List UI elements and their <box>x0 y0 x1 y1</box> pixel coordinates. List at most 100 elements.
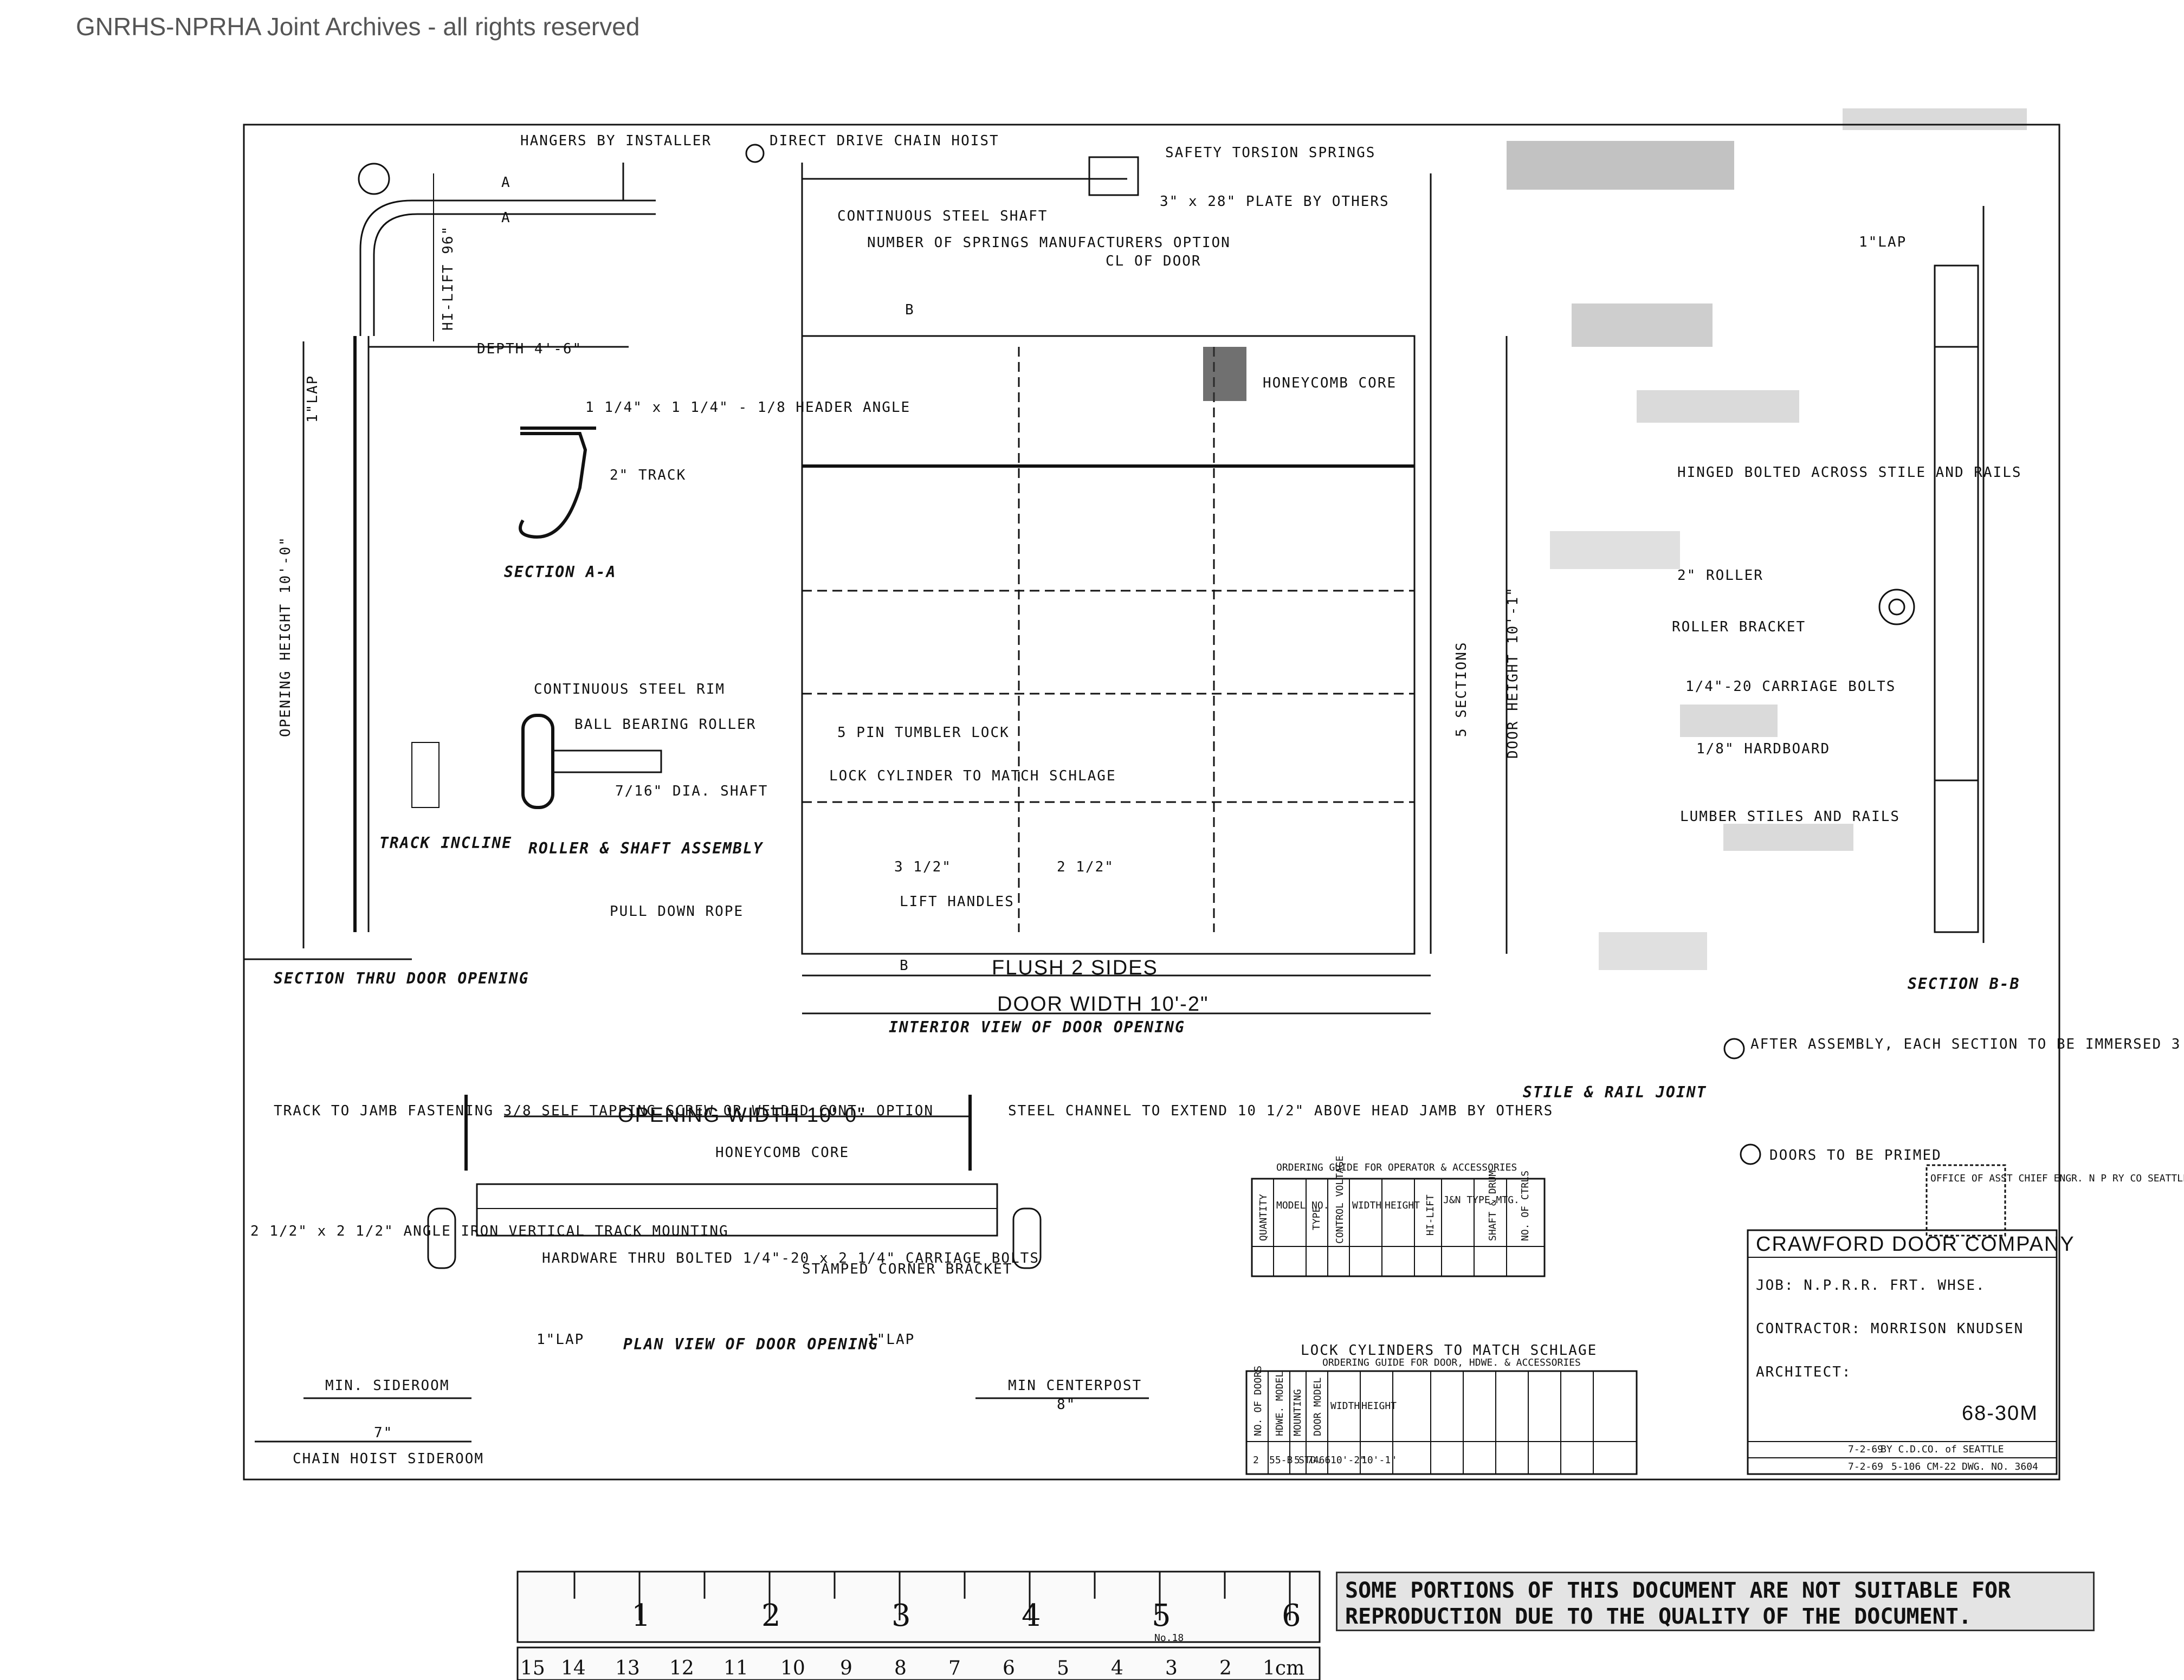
opening-height-label: OPENING HEIGHT 10'-0" <box>277 536 294 737</box>
approval-stamp <box>1925 1164 2006 1237</box>
dia-shaft-label: 7/16" DIA. SHAFT <box>615 783 768 799</box>
angle-label: 2 1/2" x 2 1/2" ANGLE IRON VERTICAL TRAC… <box>250 1223 729 1239</box>
section-bb-title: SECTION B-B <box>1908 975 2020 993</box>
section-b-marker-bottom: B <box>900 958 909 974</box>
door-header-doors: NO. OF DOORS <box>1252 1366 1264 1436</box>
interior-view: DIRECT DRIVE CHAIN HOIST CONTINUOUS STEE… <box>745 133 1521 1036</box>
roller-2in <box>1878 589 1915 625</box>
ordering-door-title: ORDERING GUIDE FOR DOOR, HDWE. & ACCESSO… <box>1322 1357 1581 1368</box>
date1-text: 7-2-69 <box>1848 1444 1883 1455</box>
plate-label: 3" x 28" PLATE BY OTHERS <box>1160 193 1390 210</box>
op-header-voltage: CONTROL VOLTAGE <box>1334 1155 1346 1244</box>
dwg-number: DWG. NO. 3604 <box>1962 1461 2038 1472</box>
hardboard-label: 1/8" HARDBOARD <box>1696 741 1830 757</box>
plan-view: TRACK TO JAMB FASTENING 3/8 SELF TAPPING… <box>250 1095 1553 1467</box>
section-thru-door-opening: HANGERS BY INSTALLER DEPTH 4'-6" HI-LIFT… <box>244 133 712 987</box>
lap-right-label: 1"LAP <box>867 1332 915 1348</box>
ball-bearing-label: BALL BEARING ROLLER <box>574 716 756 733</box>
job-text: JOB: N.P.R.R. FRT. WHSE. <box>1756 1277 1986 1294</box>
archive-watermark: GNRHS-NPRHA Joint Archives - all rights … <box>76 12 640 41</box>
ruler-cm-3: 3 <box>1165 1657 1178 1679</box>
section-thru-title: SECTION THRU DOOR OPENING <box>274 970 529 987</box>
quality-notice: SOME PORTIONS OF THIS DOCUMENT ARE NOT S… <box>1336 1572 2095 1631</box>
min-centerpost-label: MIN CENTERPOST <box>1008 1378 1142 1394</box>
horizontal-track-outer <box>373 213 656 336</box>
op-header-height: HEIGHT <box>1385 1200 1420 1211</box>
depth-label: DEPTH 4'-6" <box>477 341 582 357</box>
flush-label: FLUSH 2 SIDES <box>992 957 1158 979</box>
ruler-cm-15: 15 <box>520 1657 545 1679</box>
door-cell-width: 10'-2" <box>1330 1455 1366 1466</box>
ruler-cm-12: 12 <box>669 1657 694 1679</box>
lumber-label: LUMBER STILES AND RAILS <box>1680 809 1900 825</box>
date2-text: 7-2-69 <box>1848 1461 1883 1472</box>
drawing-border <box>243 124 2060 1481</box>
ruler-inch-6: 6 <box>1282 1598 1301 1633</box>
min-sideroom-label: MIN. SIDEROOM <box>325 1378 450 1394</box>
ruler-cm-4: 4 <box>1111 1657 1123 1679</box>
ruler-cm-9: 9 <box>840 1657 852 1679</box>
ruler-inch-2: 2 <box>761 1598 781 1633</box>
honeycomb-plan-label: HONEYCOMB CORE <box>715 1145 849 1161</box>
ruler-cm-7: 7 <box>948 1657 961 1679</box>
lap-label: 1"LAP <box>305 375 321 423</box>
op-header-hilift: HI-LIFT <box>1425 1194 1436 1236</box>
door-header-mounting: MOUNTING <box>1292 1389 1303 1436</box>
section-b-marker-top: B <box>905 302 915 318</box>
lift-handles-label: LIFT HANDLES <box>900 894 1015 910</box>
ordering-operator-title: ORDERING GUIDE FOR OPERATOR & ACCESSORIE… <box>1276 1162 1517 1173</box>
ruler-inch-1: 1 <box>631 1598 651 1633</box>
ruler-ticks <box>573 1572 1291 1620</box>
hilift-label: HI-LIFT 96" <box>440 225 456 331</box>
ruler-cm-11: 11 <box>723 1657 748 1679</box>
ruler-cm-8: 8 <box>894 1657 907 1679</box>
door-header-height: HEIGHT <box>1361 1400 1397 1412</box>
note-3-marker <box>1740 1143 1761 1165</box>
section-a-marker-top: A <box>501 175 511 191</box>
door-cell-mounting: 5 <box>1294 1455 1300 1466</box>
cl-door-label: CL OF DOOR <box>1106 253 1201 269</box>
stile-joint-label: STILE & RAIL JOINT <box>1523 1083 1707 1101</box>
plan-view-title: PLAN VIEW OF DOOR OPENING <box>623 1335 878 1353</box>
section-a-marker-bottom: A <box>501 210 511 226</box>
ruler-cm-14: 14 <box>561 1657 586 1679</box>
carriage-bolts-label: 1/4"-20 CARRIAGE BOLTS <box>1685 679 1896 695</box>
ordering-operator-table: ORDERING GUIDE FOR OPERATOR & ACCESSORIE… <box>1251 1155 1546 1277</box>
company-name: CRAWFORD DOOR COMPANY <box>1756 1233 2075 1256</box>
op-header-quantity: QUANTITY <box>1258 1194 1269 1241</box>
ordering-door-table: ORDERING GUIDE FOR DOOR, HDWE. & ACCESSO… <box>1245 1357 1638 1475</box>
note-3-text: DOORS TO BE PRIMED <box>1769 1147 1942 1164</box>
safety-springs-label: SAFETY TORSION SPRINGS <box>1165 145 1375 161</box>
door-width-label: DOOR WIDTH 10'-2" <box>997 993 1209 1016</box>
roller-shaft <box>552 749 662 773</box>
section-aa-title: SECTION A-A <box>504 563 616 581</box>
chain-sideroom-label: CHAIN HOIST SIDEROOM <box>293 1451 484 1467</box>
roller-shaft-title: ROLLER & SHAFT ASSEMBLY <box>528 839 764 857</box>
track-mount-left <box>427 1207 456 1269</box>
roller-wheel <box>521 714 554 809</box>
section-a-a: 1 1/4" x 1 1/4" - 1/8 HEADER ANGLE 2" TR… <box>504 399 909 581</box>
honeycomb-cutaway <box>1203 347 1246 401</box>
ruler-cm-1: 1cm <box>1263 1657 1304 1679</box>
interior-view-title: INTERIOR VIEW OF DOOR OPENING <box>889 1018 1185 1036</box>
channel-label: STEEL CHANNEL TO EXTEND 10 1/2" ABOVE HE… <box>1008 1103 1553 1119</box>
by-text: BY C.D.CO. of SEATTLE <box>1881 1444 2004 1455</box>
note-2-marker <box>1723 1038 1745 1059</box>
ruler-cm-10: 10 <box>780 1657 805 1679</box>
horizontal-track <box>359 199 656 336</box>
grime-texture <box>1507 108 2027 970</box>
ruler-inch-4: 4 <box>1022 1598 1041 1633</box>
torsion-spring <box>1088 156 1139 196</box>
hangers-label: HANGERS BY INSTALLER <box>520 133 712 149</box>
track-mount-right <box>1012 1207 1042 1269</box>
ruler-inch-5: 5 <box>1152 1598 1171 1633</box>
lap-bb-label: 1"LAP <box>1859 234 1907 250</box>
op-header-type: TYPE <box>1311 1207 1322 1230</box>
notes: AFTER ASSEMBLY, EACH SECTION TO BE IMMER… <box>1301 1036 2184 1359</box>
section-b-b: 1"LAP HINGED BOLTED ACROSS STILE AND RAI… <box>1523 206 2021 1101</box>
bracket-label: ROLLER BRACKET <box>1672 619 1806 635</box>
op-header-ctrls: NO. OF CTRLS <box>1520 1171 1531 1241</box>
track-profile <box>519 432 587 539</box>
door-cell-hdwe: 55-B STD. <box>1269 1455 1322 1466</box>
